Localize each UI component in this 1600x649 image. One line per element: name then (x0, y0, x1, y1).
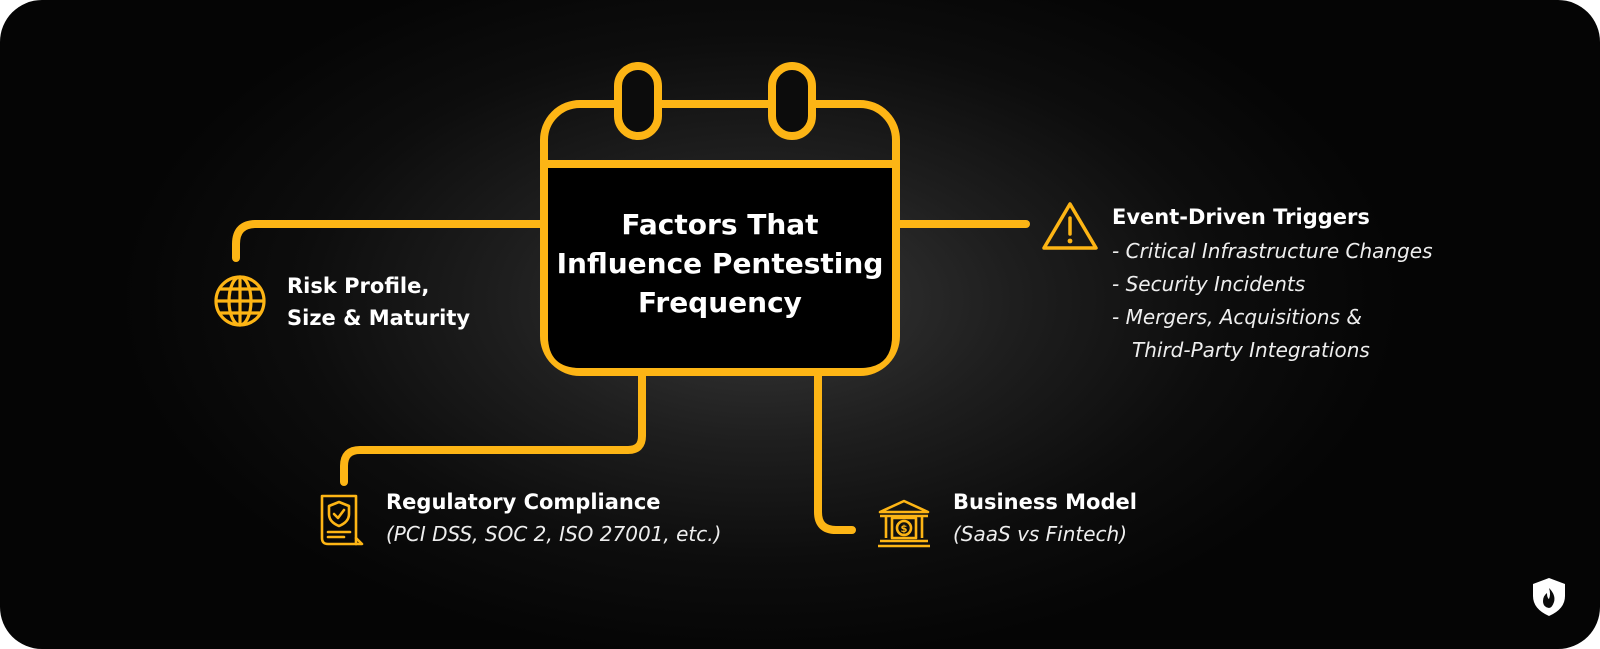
title-line-2: Influence Pentesting (556, 247, 884, 280)
connector-risk (232, 220, 544, 262)
calendar-body (540, 100, 900, 376)
business-subtitle: (SaaS vs Fintech) (953, 522, 1128, 546)
business-title: Business Model (953, 490, 1137, 514)
connector-regulatory (340, 372, 646, 486)
risk-label: Risk Profile, Size & Maturity (287, 270, 470, 334)
globe-icon (214, 275, 266, 327)
event-item-3: - Mergers, Acquisitions & (1112, 305, 1362, 329)
event-list: - Critical Infrastructure Changes - Secu… (1112, 235, 1433, 367)
shield-flame-logo (1533, 578, 1565, 616)
calendar-inner (548, 168, 892, 368)
event-title: Event-Driven Triggers (1112, 205, 1370, 229)
bank-icon: $ (878, 499, 930, 548)
title-line-3: Frequency (638, 286, 802, 319)
risk-line-1: Risk Profile, (287, 274, 430, 298)
event-item-1: - Critical Infrastructure Changes (1112, 239, 1433, 263)
event-item-4: Third-Party Integrations (1132, 338, 1370, 362)
warning-icon (1042, 202, 1098, 250)
calendar-ring-left (614, 62, 662, 140)
risk-line-2: Size & Maturity (287, 306, 471, 330)
calendar-ring-right (768, 62, 816, 140)
title-line-1: Factors That (621, 208, 819, 241)
event-item-2: - Security Incidents (1112, 272, 1306, 296)
regulatory-subtitle: (PCI DSS, SOC 2, ISO 27001, etc.) (386, 522, 722, 546)
certificate-shield-icon (320, 494, 364, 546)
connector-business (814, 372, 856, 534)
svg-text:$: $ (901, 524, 908, 535)
regulatory-title: Regulatory Compliance (386, 490, 661, 514)
diagram-title: Factors That Influence Pentesting Freque… (545, 205, 895, 322)
